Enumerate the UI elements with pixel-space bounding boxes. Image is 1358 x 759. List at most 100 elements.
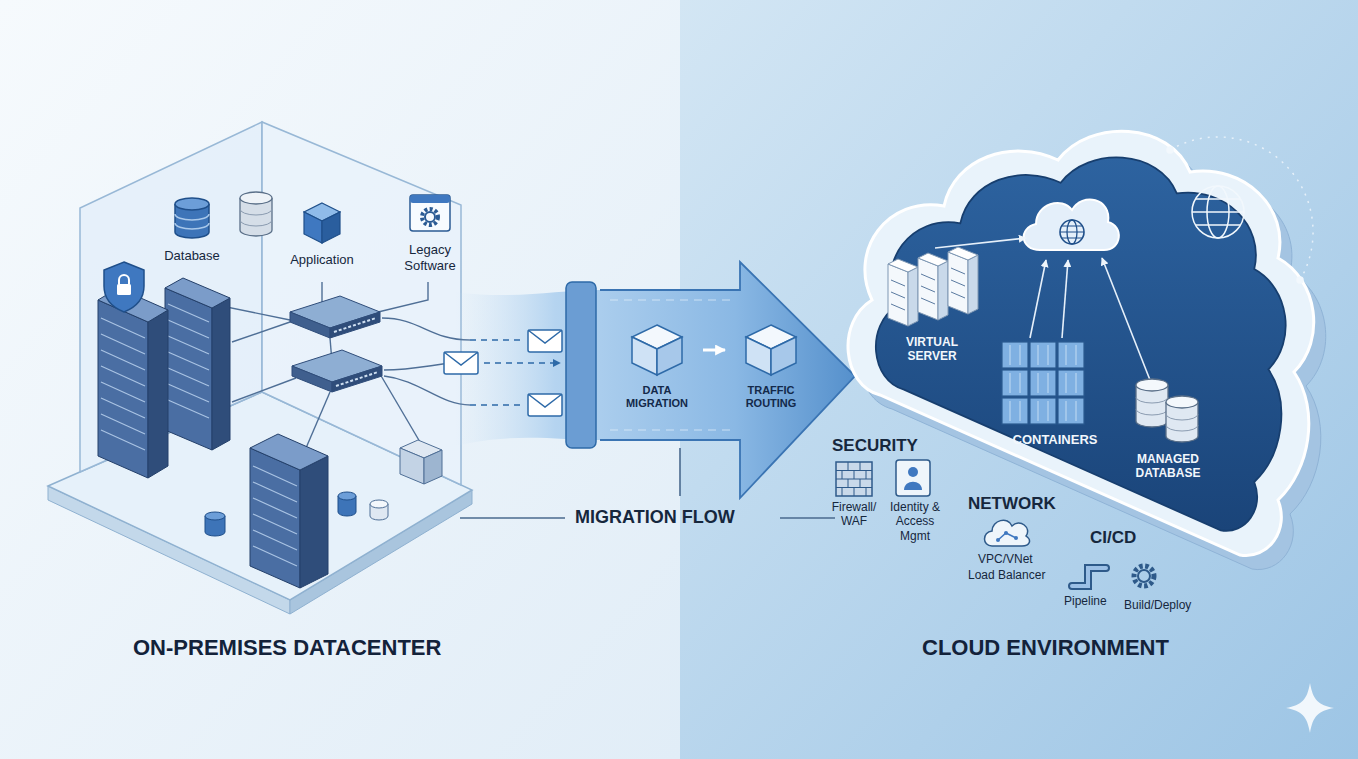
- node-label: TRAFFIC ROUTING: [728, 384, 814, 410]
- group-heading: SECURITY: [832, 436, 918, 456]
- container-grid: [1002, 342, 1084, 424]
- group-heading: CI/CD: [1090, 528, 1136, 548]
- db-icon: [175, 214, 209, 229]
- virtual-server-icon: [888, 259, 918, 272]
- network-switch: [336, 372, 378, 386]
- mcube-icon: [743, 322, 799, 378]
- flow-rule: [679, 448, 681, 496]
- identity-icon: [896, 460, 930, 496]
- virtual-server-icon: [948, 247, 978, 260]
- cloud-gateway: [1060, 226, 1084, 238]
- win-icon: [410, 195, 450, 203]
- data-packet: [470, 339, 522, 341]
- cloud-service: VIRTUAL SERVER: [890, 335, 974, 364]
- node-label: Database: [164, 248, 220, 264]
- managed-db-icon: [1166, 396, 1198, 408]
- network-switch: [332, 366, 382, 392]
- server-rack: [101, 318, 145, 450]
- item-label: VPC/VNet: [978, 552, 1033, 566]
- virtual-server-icon: [908, 267, 918, 326]
- cloud-service: CONTAINERS: [1005, 432, 1105, 448]
- mcube-icon: [657, 337, 682, 375]
- data-packet: [528, 330, 562, 343]
- migration-arrow: [600, 262, 855, 498]
- cloud-flow: [1102, 258, 1150, 380]
- small-device: [338, 492, 356, 500]
- small-device: [205, 512, 225, 520]
- security-shield: [119, 275, 129, 284]
- small-device: [370, 500, 388, 508]
- pipeline-icon: [1072, 568, 1106, 586]
- globe-wireframe: [1167, 147, 1173, 153]
- globe-wireframe: [1297, 277, 1303, 283]
- datacenter-room: [48, 122, 472, 614]
- cloud-shape: [848, 131, 1314, 555]
- cloud-flow: [935, 238, 1026, 248]
- cube-icon: [322, 212, 340, 243]
- migration-step: TRAFFIC ROUTING: [728, 322, 814, 410]
- node-label: CONTAINERS: [1013, 432, 1098, 448]
- virtual-server-icon: [888, 247, 978, 326]
- firewall-icon: [836, 462, 872, 496]
- small-device: [400, 448, 424, 484]
- db-icon: [172, 196, 212, 242]
- mcube-icon: [746, 337, 771, 375]
- region-panel: CLOUD ENVIRONMENT VIRTUAL SERVER CONTAINER…: [680, 0, 1358, 759]
- data-packet: [444, 352, 478, 374]
- container-grid: [1002, 342, 1028, 368]
- firewall-icon: [836, 462, 872, 496]
- item-label: Firewall/ WAF: [822, 500, 886, 529]
- cube-icon: [302, 200, 342, 246]
- server-rack: [148, 310, 168, 478]
- data-packet: [444, 330, 562, 416]
- storage-cylinder: [240, 192, 272, 236]
- container-grid: [1010, 345, 1076, 421]
- cloud-flow: [1062, 260, 1068, 338]
- section-heading: CLOUD ENVIRONMENT: [922, 635, 1169, 661]
- globe-wireframe: [1167, 137, 1313, 283]
- data-packet: [470, 404, 522, 406]
- node-label: Application: [290, 252, 354, 268]
- win-icon: [410, 195, 450, 231]
- node-label: Legacy Software: [388, 242, 472, 273]
- managed-db-icon: [1136, 379, 1198, 442]
- data-packet: [444, 352, 478, 365]
- globe-wireframe: [1192, 186, 1244, 238]
- network-switch: [290, 312, 330, 338]
- cube-icon: [304, 212, 322, 243]
- cable: [232, 378, 296, 402]
- container-grid: [1030, 370, 1056, 396]
- item-label: Build/Deploy: [1124, 598, 1191, 612]
- managed-db-icon: [1136, 379, 1168, 391]
- migration-step: DATA MIGRATION: [614, 322, 700, 410]
- node-label: MANAGED DATABASE: [1120, 452, 1216, 481]
- mcube-icon: [632, 337, 657, 375]
- icon-node: Legacy Software: [388, 190, 472, 273]
- group-heading: NETWORK: [968, 494, 1056, 514]
- icon-node: Application: [277, 200, 367, 268]
- cable: [192, 282, 470, 462]
- panel-ground: [0, 0, 680, 759]
- security-shield: [104, 262, 144, 312]
- gear-icon: [1138, 570, 1150, 582]
- watermark-star: [1286, 683, 1334, 733]
- identity-icon: [896, 460, 930, 496]
- virtual-server-icon: [891, 268, 965, 310]
- container-grid: [1030, 342, 1056, 368]
- container-grid: [1002, 398, 1028, 424]
- storage-cylinder: [240, 209, 272, 226]
- cloud-gateway: [1024, 200, 1119, 250]
- virtual-server-icon: [918, 253, 948, 266]
- gear-icon: [1134, 566, 1154, 586]
- network-switch: [330, 312, 380, 338]
- datacenter-room: [262, 122, 461, 485]
- win-icon: [408, 190, 452, 236]
- cloud-service: MANAGED DATABASE: [1120, 452, 1216, 481]
- small-device: [424, 450, 442, 484]
- container-grid: [1058, 398, 1084, 424]
- identity-icon: [904, 482, 922, 490]
- server-rack: [165, 278, 230, 308]
- security-shield: [104, 262, 144, 312]
